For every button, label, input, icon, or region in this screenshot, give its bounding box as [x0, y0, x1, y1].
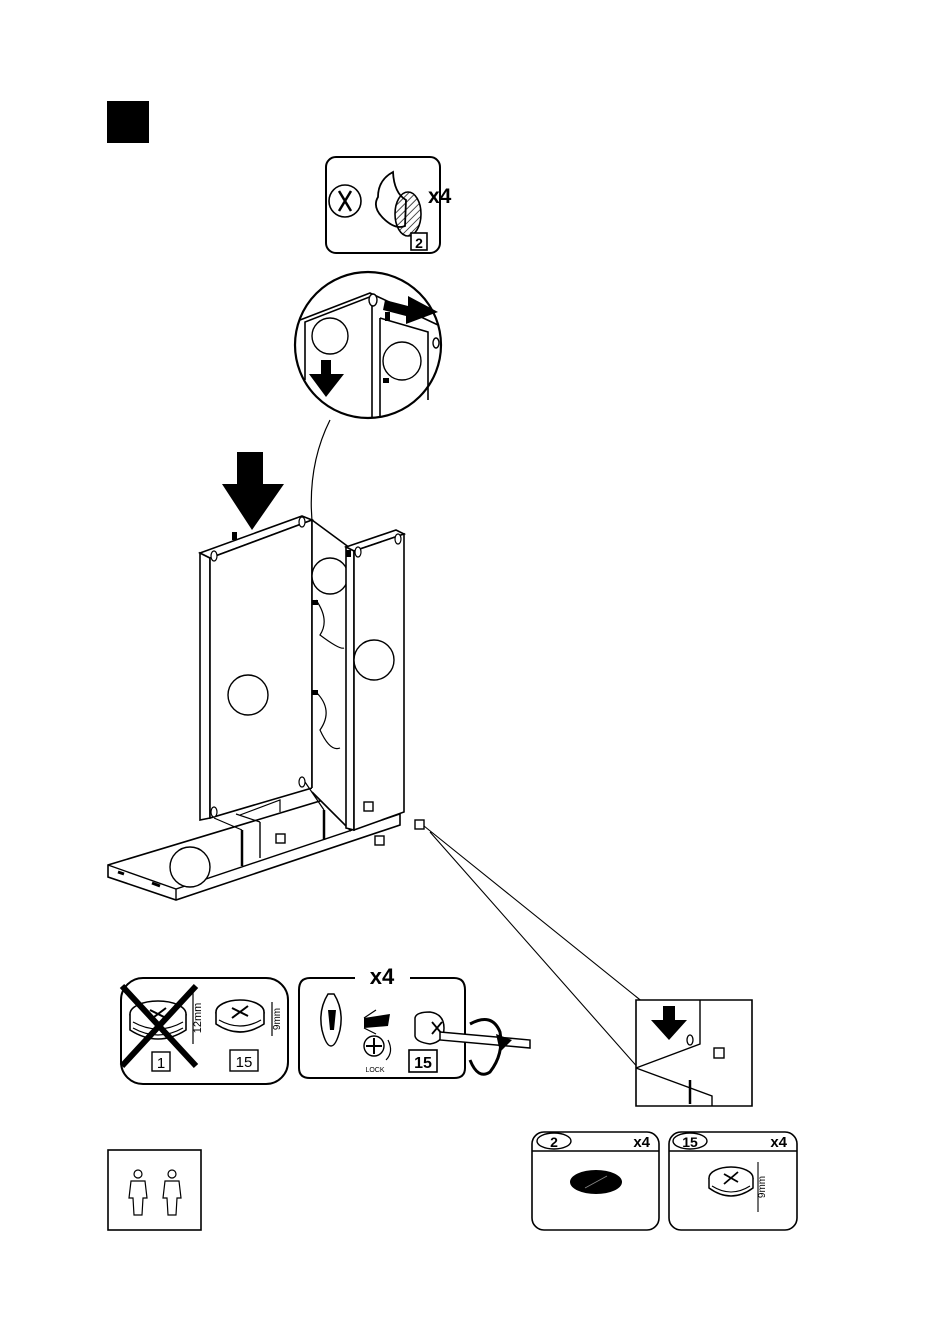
lock-part-number: 15 [414, 1055, 432, 1072]
lock-label: LOCK [365, 1067, 384, 1074]
tool-box: 2 x4 [326, 157, 452, 253]
part-number: 2 [550, 1134, 558, 1150]
lock-quantity: x4 [370, 964, 395, 989]
part-quantity: x4 [633, 1134, 650, 1151]
part-quantity: x4 [770, 1134, 787, 1151]
tool-part-number: 2 [415, 235, 423, 251]
cabinet-assembly [108, 452, 424, 900]
lock-instruction: x4 LOCK 15 [299, 964, 530, 1078]
push-down-arrow-icon [222, 452, 284, 530]
closeup-inset [636, 1000, 752, 1106]
tool-quantity: x4 [428, 185, 452, 208]
cam-lock-icon [709, 1167, 753, 1196]
wrong-size-label: 12mm [192, 1003, 204, 1034]
wrong-part-number: 1 [157, 1055, 165, 1072]
right-size-label: 9mm [272, 1008, 283, 1030]
part-number: 15 [682, 1134, 698, 1150]
part-box-15: 15 x4 9mm [669, 1132, 797, 1230]
right-part-number: 15 [236, 1054, 253, 1071]
step-marker [107, 101, 149, 143]
part-size-label: 9mm [757, 1176, 768, 1198]
detail-magnifier [295, 272, 441, 418]
side-panel-right [354, 534, 404, 830]
part-box-2: 2 x4 [532, 1132, 659, 1230]
cam-head-icon [395, 192, 421, 236]
cam-lock-compare: 12mm 1 9mm 15 [121, 978, 288, 1084]
side-panel-left [210, 520, 312, 818]
two-person-box [108, 1150, 201, 1230]
